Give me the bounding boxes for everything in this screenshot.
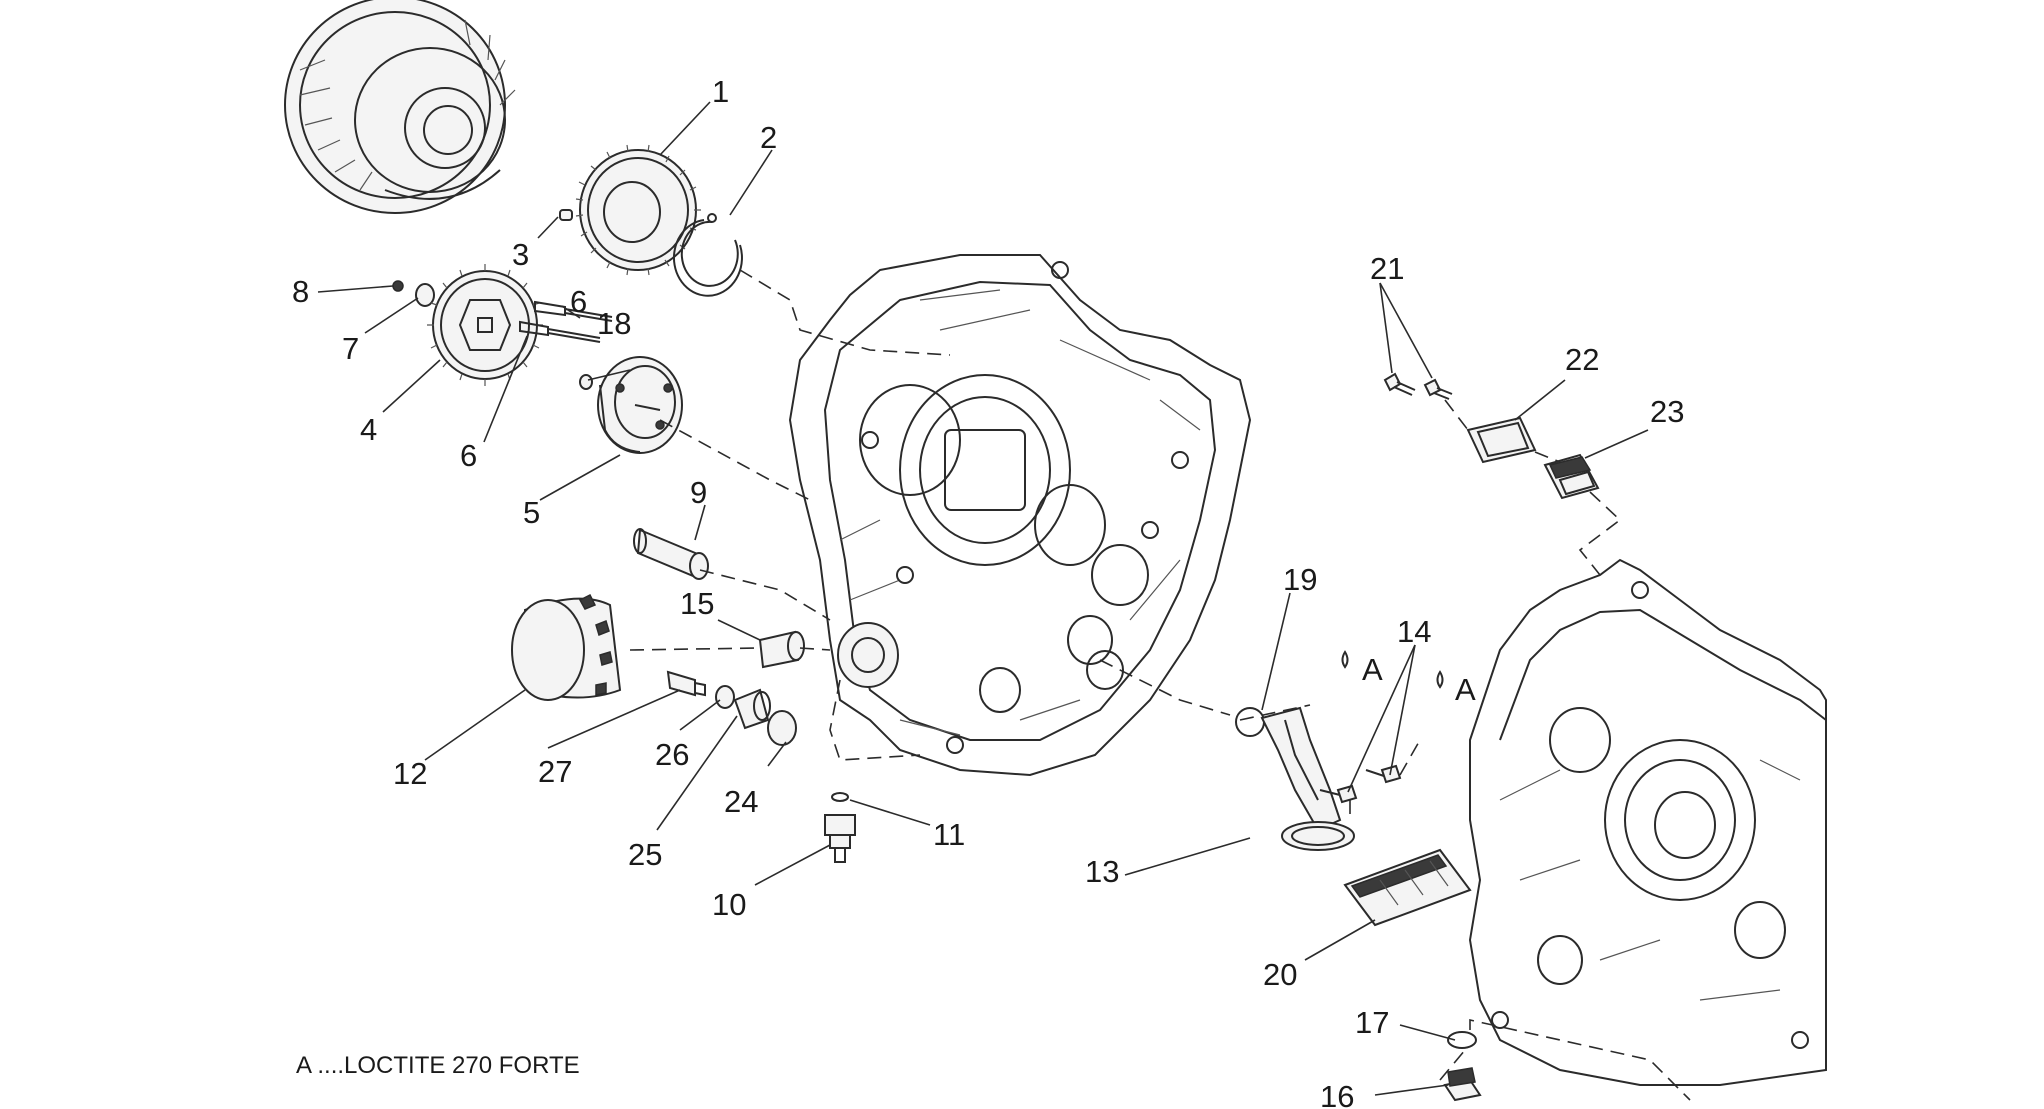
callout-6-lower: 6: [460, 438, 477, 473]
washer-18-drawing: [579, 374, 593, 390]
callout-5: 5: [523, 495, 540, 530]
callout-3: 3: [512, 237, 529, 272]
circlip-2-drawing: [672, 213, 743, 297]
callout-17: 17: [1355, 1005, 1389, 1040]
loctite-note: A ....LOCTITE 270 FORTE: [296, 1052, 580, 1079]
sleeve-15-drawing: [758, 630, 805, 669]
clutch-basket-drawing: [284, 0, 516, 214]
bolts-21-drawing: [1383, 372, 1453, 400]
callout-18: 18: [597, 306, 631, 341]
gear-4-drawing: [427, 264, 543, 386]
callout-10: 10: [712, 887, 746, 922]
assembly-center-lines: [629, 269, 1691, 1101]
callout-23: 23: [1650, 394, 1684, 429]
callout-21: 21: [1370, 251, 1404, 286]
fitting-25-drawing: [733, 688, 771, 730]
o-ring-19-drawing: [1235, 707, 1265, 737]
callout-4: 4: [360, 412, 377, 447]
pipe-9-drawing: [633, 528, 709, 580]
callout-14: 14: [1397, 614, 1431, 649]
callout-7: 7: [342, 331, 359, 366]
nut-8-drawing: [392, 280, 404, 292]
callout-6-upper: 6: [570, 284, 587, 319]
drop-marker-label-right: A: [1455, 672, 1476, 707]
oil-filter-12-drawing: [511, 593, 622, 701]
callout-13: 13: [1085, 854, 1119, 889]
callout-numbers: 1 2 3 4 5 6 6 7 8 9 10 11 12 13 14 15 16…: [292, 74, 1684, 1109]
callout-11: 11: [933, 817, 965, 852]
bolts-6-drawing: [519, 300, 613, 343]
strainer-13-drawing: [1260, 706, 1355, 851]
callout-22: 22: [1565, 342, 1599, 377]
callout-8: 8: [292, 274, 309, 309]
washer-11-drawing: [831, 792, 849, 802]
callout-1: 1: [712, 74, 729, 109]
pin-3-drawing: [559, 209, 573, 221]
gasket-22-drawing: [1466, 416, 1537, 464]
callout-19: 19: [1283, 562, 1317, 597]
drain-plug-16-drawing: [1443, 1067, 1482, 1102]
washer-26-drawing: [715, 685, 735, 709]
crankcase-left-drawing: [788, 254, 1252, 777]
callout-16: 16: [1320, 1079, 1354, 1109]
filter-screen-20-drawing: [1343, 848, 1472, 927]
drop-marker-left-icon: [1341, 650, 1349, 669]
cover-23-drawing: [1543, 453, 1600, 500]
oil-pump-5-drawing: [597, 356, 683, 454]
callout-25: 25: [628, 837, 662, 872]
washer-7-drawing: [415, 283, 435, 307]
gear-1-drawing: [575, 144, 701, 276]
leader-lines: [317, 101, 1649, 1096]
drop-marker-label-left: A: [1362, 652, 1383, 687]
callout-20: 20: [1263, 957, 1297, 992]
callout-12: 12: [393, 756, 427, 791]
callout-27: 27: [538, 754, 572, 789]
sensor-10-drawing: [824, 814, 856, 863]
fitting-27-drawing: [666, 670, 706, 697]
callout-15: 15: [680, 586, 714, 621]
drop-marker-right-icon: [1436, 670, 1444, 689]
washer-24-drawing: [767, 710, 797, 746]
washer-17-drawing: [1447, 1031, 1477, 1049]
callout-26: 26: [655, 737, 689, 772]
crankcase-right-drawing: [1468, 558, 1827, 1086]
callout-2: 2: [760, 120, 777, 155]
callout-24: 24: [724, 784, 758, 819]
callout-9: 9: [690, 475, 707, 510]
